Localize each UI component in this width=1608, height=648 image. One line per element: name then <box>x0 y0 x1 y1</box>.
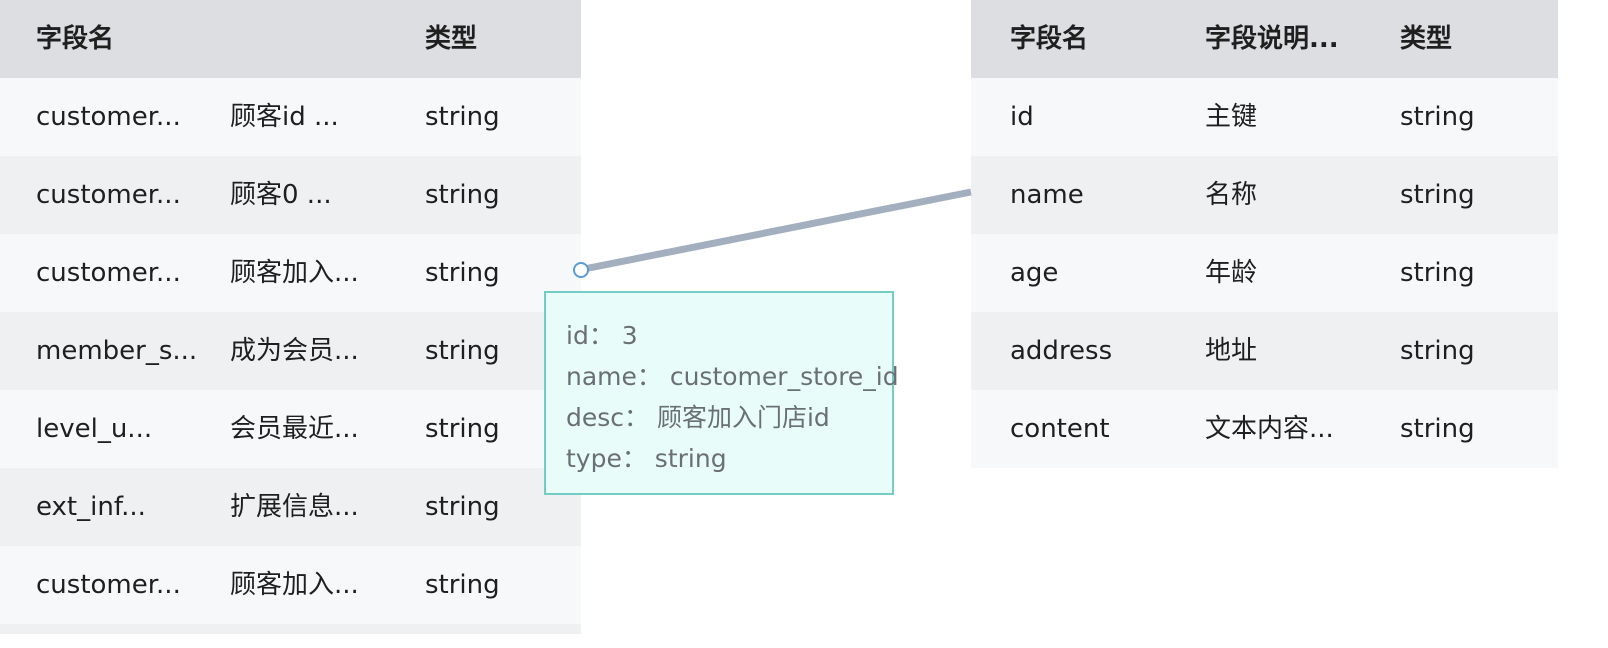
table-row-partial[interactable] <box>0 624 581 634</box>
field-name-cell: customer... <box>36 258 181 288</box>
field-desc-cell: 主键 <box>1205 102 1258 132</box>
tooltip-desc: desc： 顾客加入门店id <box>566 403 830 432</box>
table-row[interactable]: customer... 顾客id ... string <box>0 78 581 156</box>
field-desc-cell: 会员最近... <box>230 414 359 444</box>
header-type: 类型 <box>425 24 478 54</box>
field-desc-cell: 顾客id ... <box>230 102 339 132</box>
table-row[interactable]: age 年龄 string <box>971 234 1558 312</box>
field-type-cell: string <box>1400 180 1475 210</box>
table-row[interactable]: content 文本内容... string <box>971 390 1558 468</box>
field-type-cell: string <box>1400 102 1475 132</box>
field-name-cell: address <box>1010 336 1113 366</box>
table-row[interactable]: address 地址 string <box>971 312 1558 390</box>
field-desc-cell: 地址 <box>1205 336 1258 366</box>
field-type-cell: string <box>425 180 500 210</box>
table-row[interactable]: customer... 顾客加入... string <box>0 546 581 624</box>
field-desc-cell: 扩展信息... <box>230 492 359 522</box>
field-type-cell: string <box>1400 336 1475 366</box>
relationship-edge[interactable] <box>583 188 972 273</box>
field-name-cell: level_u... <box>36 414 153 444</box>
field-type-cell: string <box>1400 258 1475 288</box>
field-desc-cell: 年龄 <box>1205 258 1258 288</box>
field-name-cell: member_s... <box>36 336 198 366</box>
header-field-name: 字段名 <box>36 24 115 54</box>
table-row[interactable]: customer... 顾客0 ... string <box>0 156 581 234</box>
field-name-cell: customer... <box>36 570 181 600</box>
table-row[interactable]: id 主键 string <box>971 78 1558 156</box>
field-type-cell: string <box>425 570 500 600</box>
field-type-cell: string <box>1400 414 1475 444</box>
field-desc-cell: 顾客加入... <box>230 570 359 600</box>
field-desc-cell: 成为会员... <box>230 336 359 366</box>
table-row[interactable]: customer... 顾客加入... string <box>0 234 581 312</box>
table-header: 字段名 类型 <box>0 0 581 78</box>
field-desc-cell: 顾客加入... <box>230 258 359 288</box>
field-tooltip: id： 3 name： customer_store_id desc： 顾客加入… <box>544 291 899 495</box>
field-name-cell: content <box>1010 414 1110 444</box>
field-name-cell: name <box>1010 180 1084 210</box>
field-name-cell: id <box>1010 102 1034 132</box>
table-row[interactable]: level_u... 会员最近... string <box>0 390 581 468</box>
field-desc-cell: 文本内容... <box>1205 414 1334 444</box>
field-name-cell: customer... <box>36 102 181 132</box>
field-type-cell: string <box>425 414 500 444</box>
field-type-cell: string <box>425 258 500 288</box>
field-type-cell: string <box>425 102 500 132</box>
tooltip-id: id： 3 <box>566 321 638 350</box>
right-entity-table[interactable]: 字段名 字段说明... 类型 id 主键 string name 名称 stri… <box>971 0 1558 468</box>
table-row[interactable]: name 名称 string <box>971 156 1558 234</box>
header-field-name: 字段名 <box>1010 24 1089 54</box>
table-row[interactable]: member_s... 成为会员... string <box>0 312 581 390</box>
table-row[interactable]: ext_inf... 扩展信息... string <box>0 468 581 546</box>
table-header: 字段名 字段说明... 类型 <box>971 0 1558 78</box>
left-entity-table[interactable]: 字段名 类型 customer... 顾客id ... string custo… <box>0 0 581 634</box>
field-name-cell: ext_inf... <box>36 492 146 522</box>
field-type-cell: string <box>425 336 500 366</box>
header-field-desc: 字段说明... <box>1205 24 1339 54</box>
header-type: 类型 <box>1400 24 1453 54</box>
tooltip-name: name： customer_store_id <box>566 362 899 391</box>
field-desc-cell: 名称 <box>1205 180 1258 210</box>
field-type-cell: string <box>425 492 500 522</box>
field-desc-cell: 顾客0 ... <box>230 180 332 210</box>
tooltip-type: type： string <box>566 444 727 473</box>
field-name-cell: customer... <box>36 180 181 210</box>
field-name-cell: age <box>1010 258 1059 288</box>
